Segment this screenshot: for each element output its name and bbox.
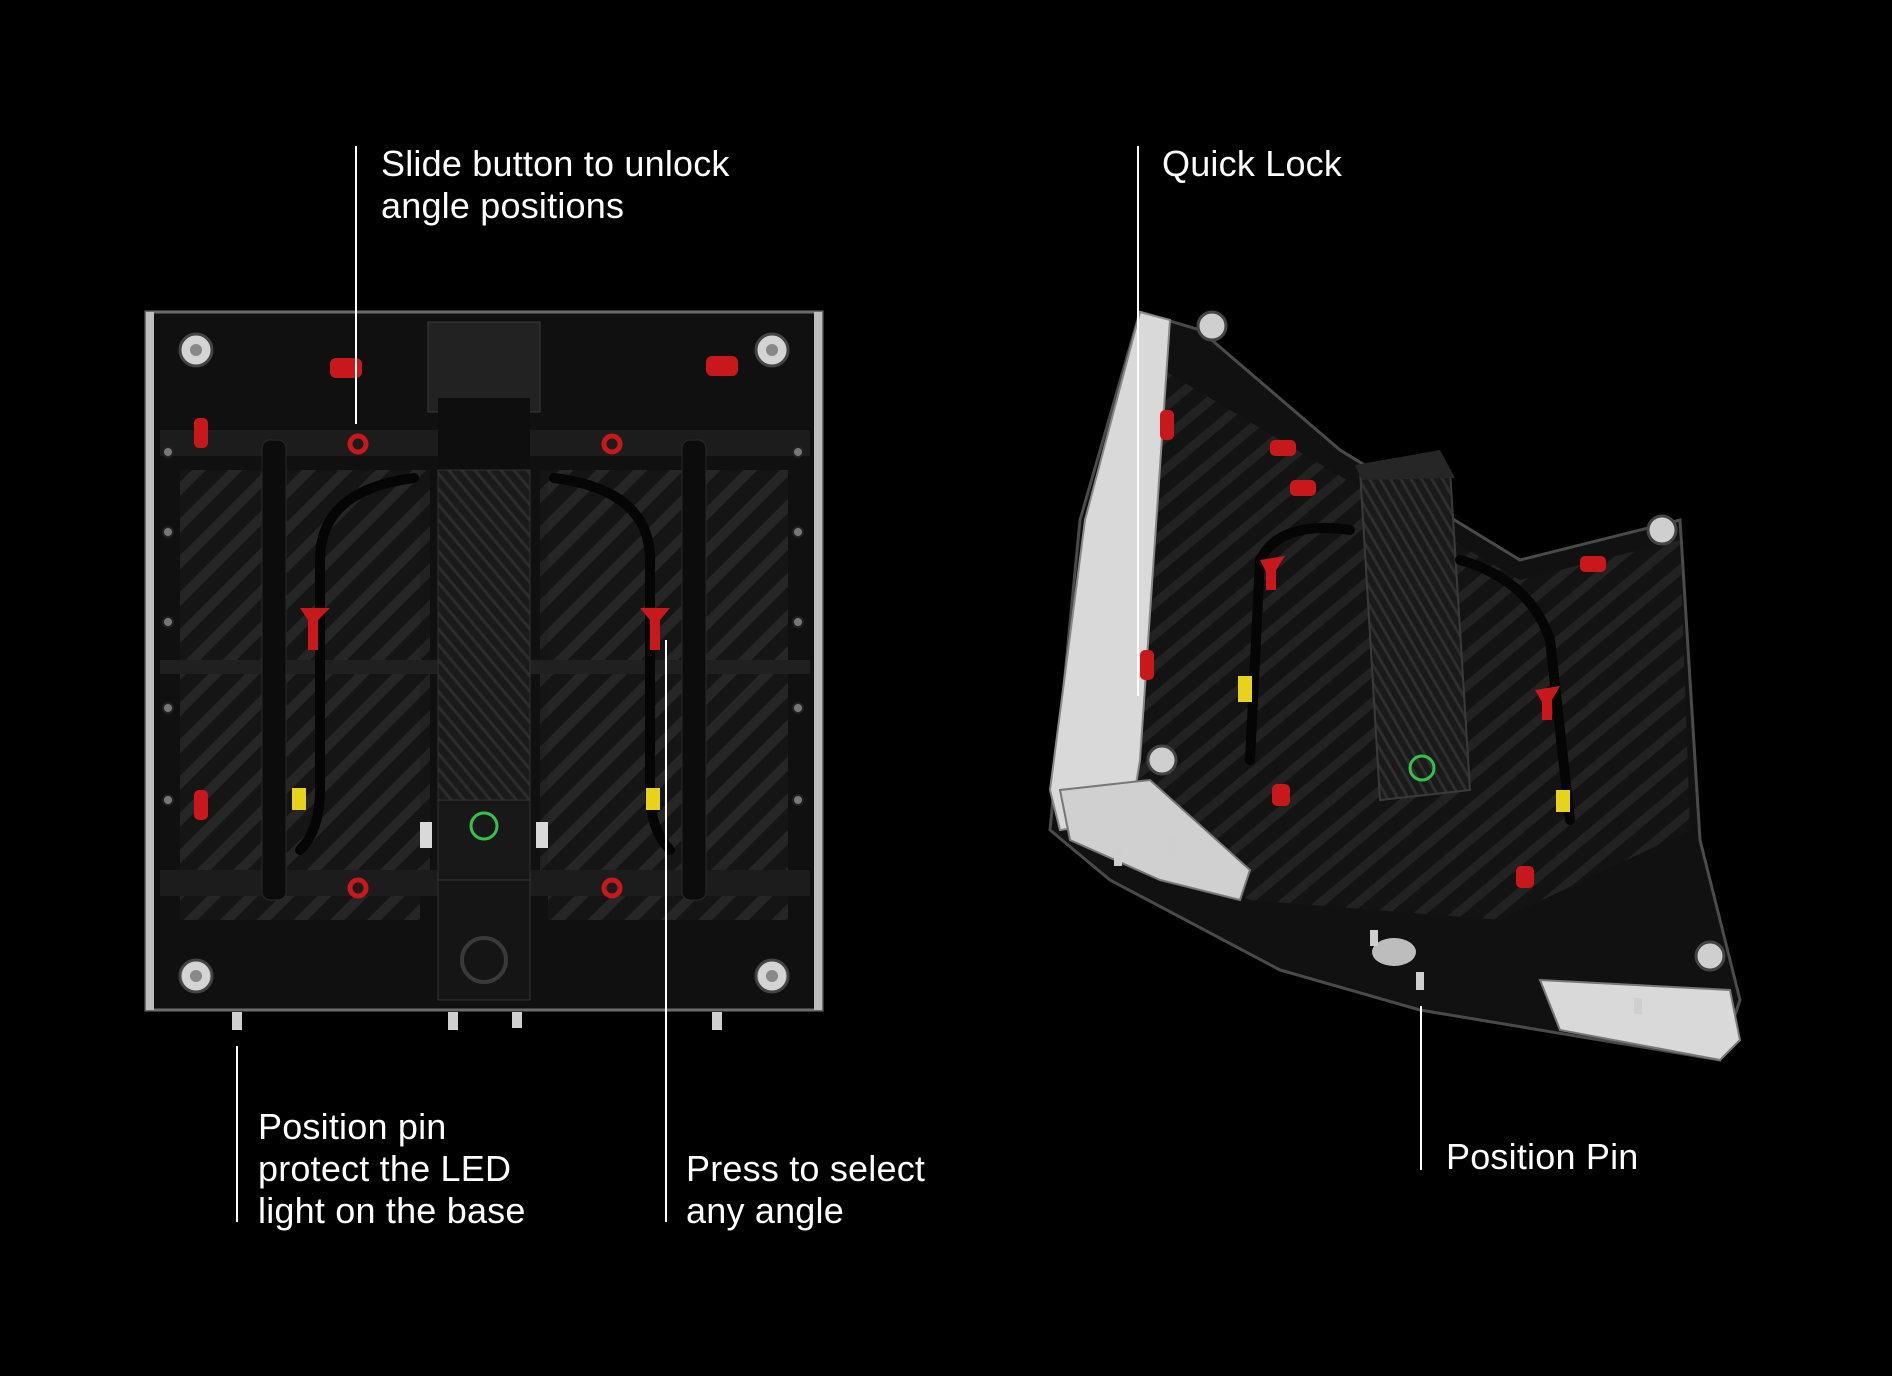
left-panel-cables (295, 473, 675, 855)
press-select-callout: Press to select any angle (686, 1148, 925, 1232)
right-panel-position-pins (1114, 838, 1642, 1014)
right-panel-yellow-tags (1238, 676, 1570, 812)
central-power-box (420, 321, 548, 1001)
slide-button-callout: Slide button to unlock angle positions (381, 143, 730, 227)
callout-line-1: Position Pin (1446, 1136, 1639, 1177)
quick-lock-leader-line (1137, 146, 1139, 696)
callout-line-3: light on the base (258, 1190, 526, 1231)
callout-line-1: Quick Lock (1162, 143, 1343, 184)
left-panel-red-locks (194, 356, 738, 820)
left-panel-angle-rings (347, 433, 623, 899)
position-pin-right-leader-line (1420, 1006, 1422, 1170)
callout-line-1: Slide button to unlock (381, 143, 730, 184)
position-pin-left-callout: Position pin protect the LED light on th… (258, 1106, 526, 1232)
quick-lock-callout: Quick Lock (1162, 143, 1342, 185)
right-panel-power-box (1358, 469, 1472, 802)
right-panel-corners (1146, 310, 1726, 972)
position-pin-left-leader-line (236, 1046, 238, 1222)
right-test-button-ring (1408, 754, 1436, 782)
position-pin-right-callout: Position Pin (1446, 1136, 1639, 1178)
callout-line-2: any angle (686, 1190, 844, 1231)
slide-button-leader-line (355, 146, 357, 424)
press-select-leader-line (665, 640, 667, 1222)
callout-line-2: angle positions (381, 185, 625, 226)
left-panel-corners (178, 332, 790, 994)
left-panel-position-pins (232, 1012, 722, 1030)
test-button-ring (469, 811, 499, 841)
callout-line-1: Position pin (258, 1106, 447, 1147)
left-panel-bolts (162, 446, 804, 806)
callout-line-1: Press to select (686, 1148, 926, 1189)
right-panel-red-locks (1140, 410, 1606, 888)
left-panel-yellow-tags (292, 788, 660, 810)
callout-line-2: protect the LED (258, 1148, 512, 1189)
